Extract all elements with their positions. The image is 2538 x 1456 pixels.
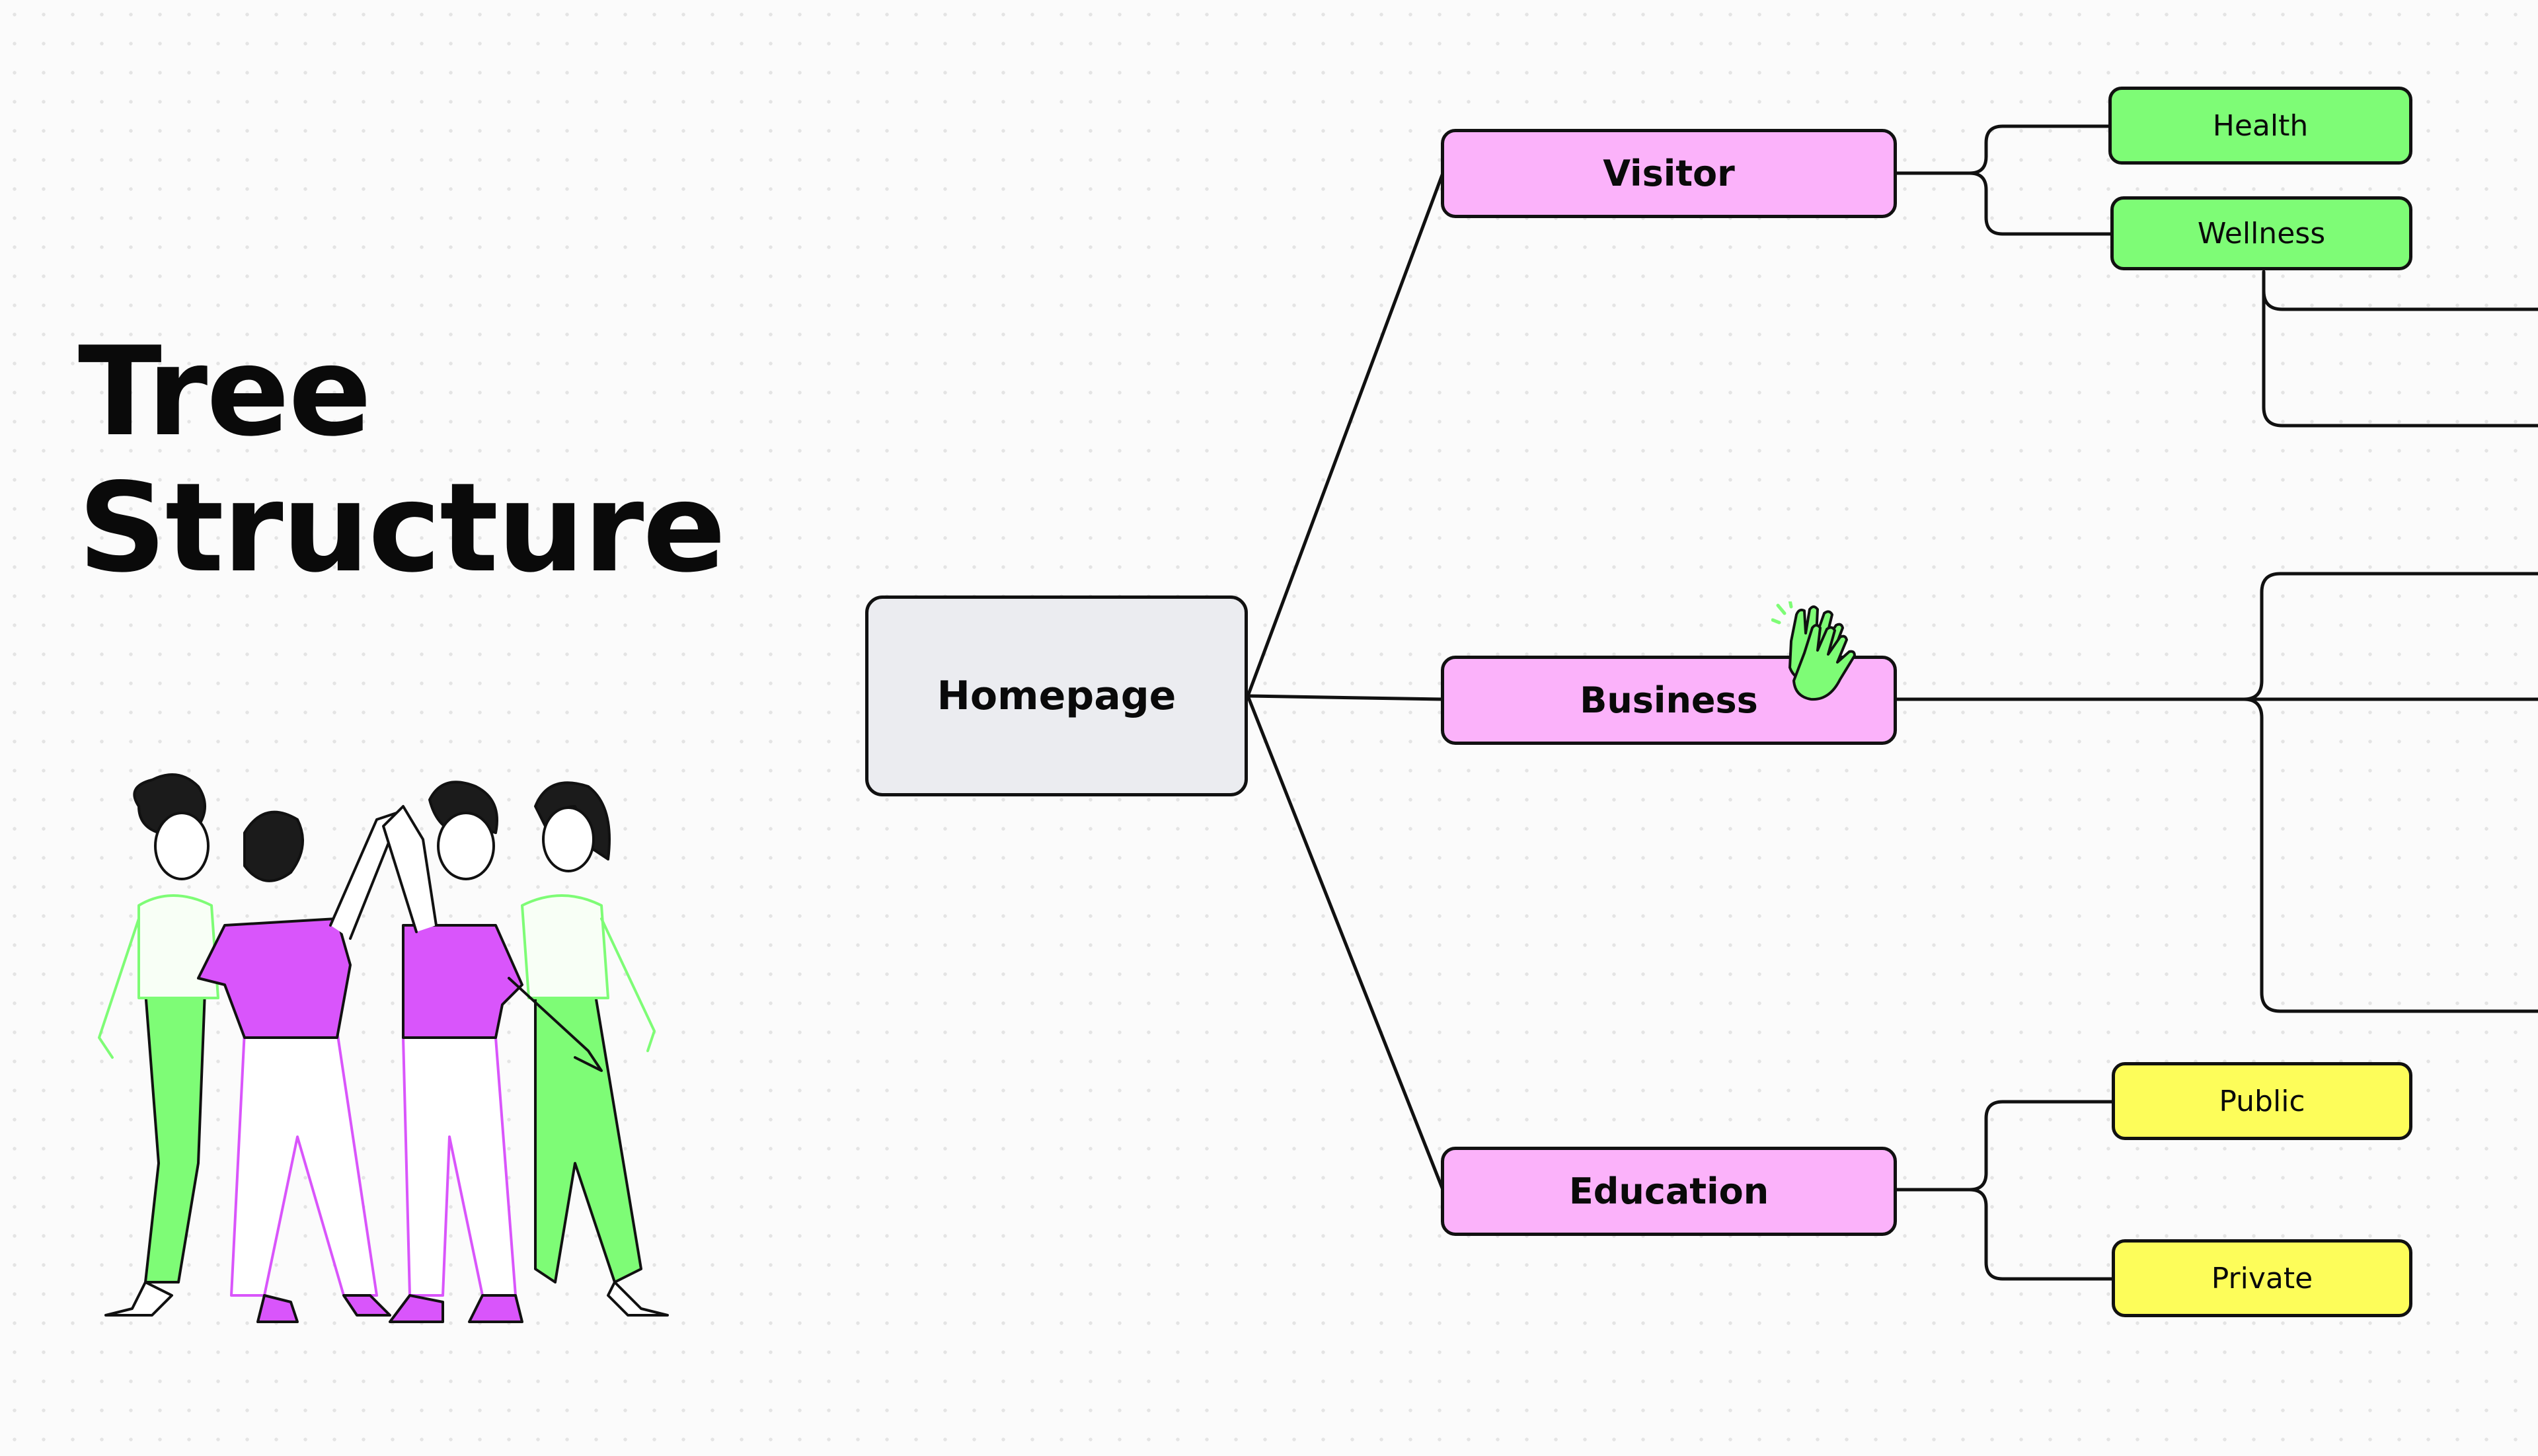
person-3-face bbox=[437, 812, 495, 880]
person-2-shirt bbox=[197, 917, 352, 1039]
person-3-pants bbox=[402, 1036, 517, 1297]
connector-root-education bbox=[1246, 694, 1445, 1192]
person-2-shoes bbox=[256, 1294, 391, 1323]
node-homepage[interactable]: Homepage bbox=[865, 595, 1248, 796]
person-4-arm bbox=[600, 917, 656, 1052]
node-public[interactable]: Public bbox=[2112, 1062, 2412, 1140]
node-homepage-label: Homepage bbox=[937, 673, 1176, 719]
title-line-2: Structure bbox=[78, 456, 726, 599]
node-wellness-label: Wellness bbox=[2197, 216, 2326, 250]
person-4-shirt bbox=[521, 894, 609, 999]
node-private-label: Private bbox=[2211, 1261, 2313, 1295]
person-1-shoes bbox=[104, 1281, 173, 1317]
title-line-1: Tree bbox=[78, 320, 371, 463]
people-high-five-illustration bbox=[98, 773, 669, 1323]
node-private[interactable]: Private bbox=[2112, 1239, 2412, 1317]
connector-visitor-leaves bbox=[1894, 124, 2114, 236]
person-4-pants bbox=[534, 990, 642, 1284]
person-1-face bbox=[154, 812, 210, 880]
person-3-shirt bbox=[402, 924, 523, 1039]
connector-education-leaves bbox=[1894, 1100, 2115, 1281]
person-2-hair bbox=[243, 810, 304, 882]
person-1-pants bbox=[144, 990, 206, 1284]
person-3-shoes bbox=[389, 1294, 523, 1323]
person-3-arm-up bbox=[382, 805, 438, 933]
person-4-shoes bbox=[607, 1281, 669, 1317]
person-1-arm bbox=[98, 917, 140, 1059]
node-business-label: Business bbox=[1580, 679, 1758, 721]
node-visitor-label: Visitor bbox=[1603, 153, 1735, 194]
connector-root-business bbox=[1246, 694, 1445, 701]
connector-root-visitor bbox=[1246, 171, 1445, 698]
node-wellness[interactable]: Wellness bbox=[2110, 196, 2412, 270]
node-public-label: Public bbox=[2219, 1084, 2305, 1118]
node-health[interactable]: Health bbox=[2108, 87, 2412, 165]
page-title: Tree Structure bbox=[78, 320, 726, 599]
person-4-face bbox=[542, 806, 595, 872]
node-education-label: Education bbox=[1568, 1170, 1769, 1212]
person-1-shirt bbox=[137, 894, 219, 999]
node-visitor[interactable]: Visitor bbox=[1441, 129, 1897, 218]
node-education[interactable]: Education bbox=[1441, 1147, 1897, 1236]
connector-business-offscreen bbox=[1894, 572, 2538, 1013]
node-health-label: Health bbox=[2212, 108, 2309, 143]
person-3-arm-side bbox=[508, 977, 603, 1072]
person-2-pants bbox=[230, 1030, 378, 1297]
connector-wellness-offscreen bbox=[2262, 270, 2538, 428]
clapping-hands-icon bbox=[1771, 601, 1856, 701]
